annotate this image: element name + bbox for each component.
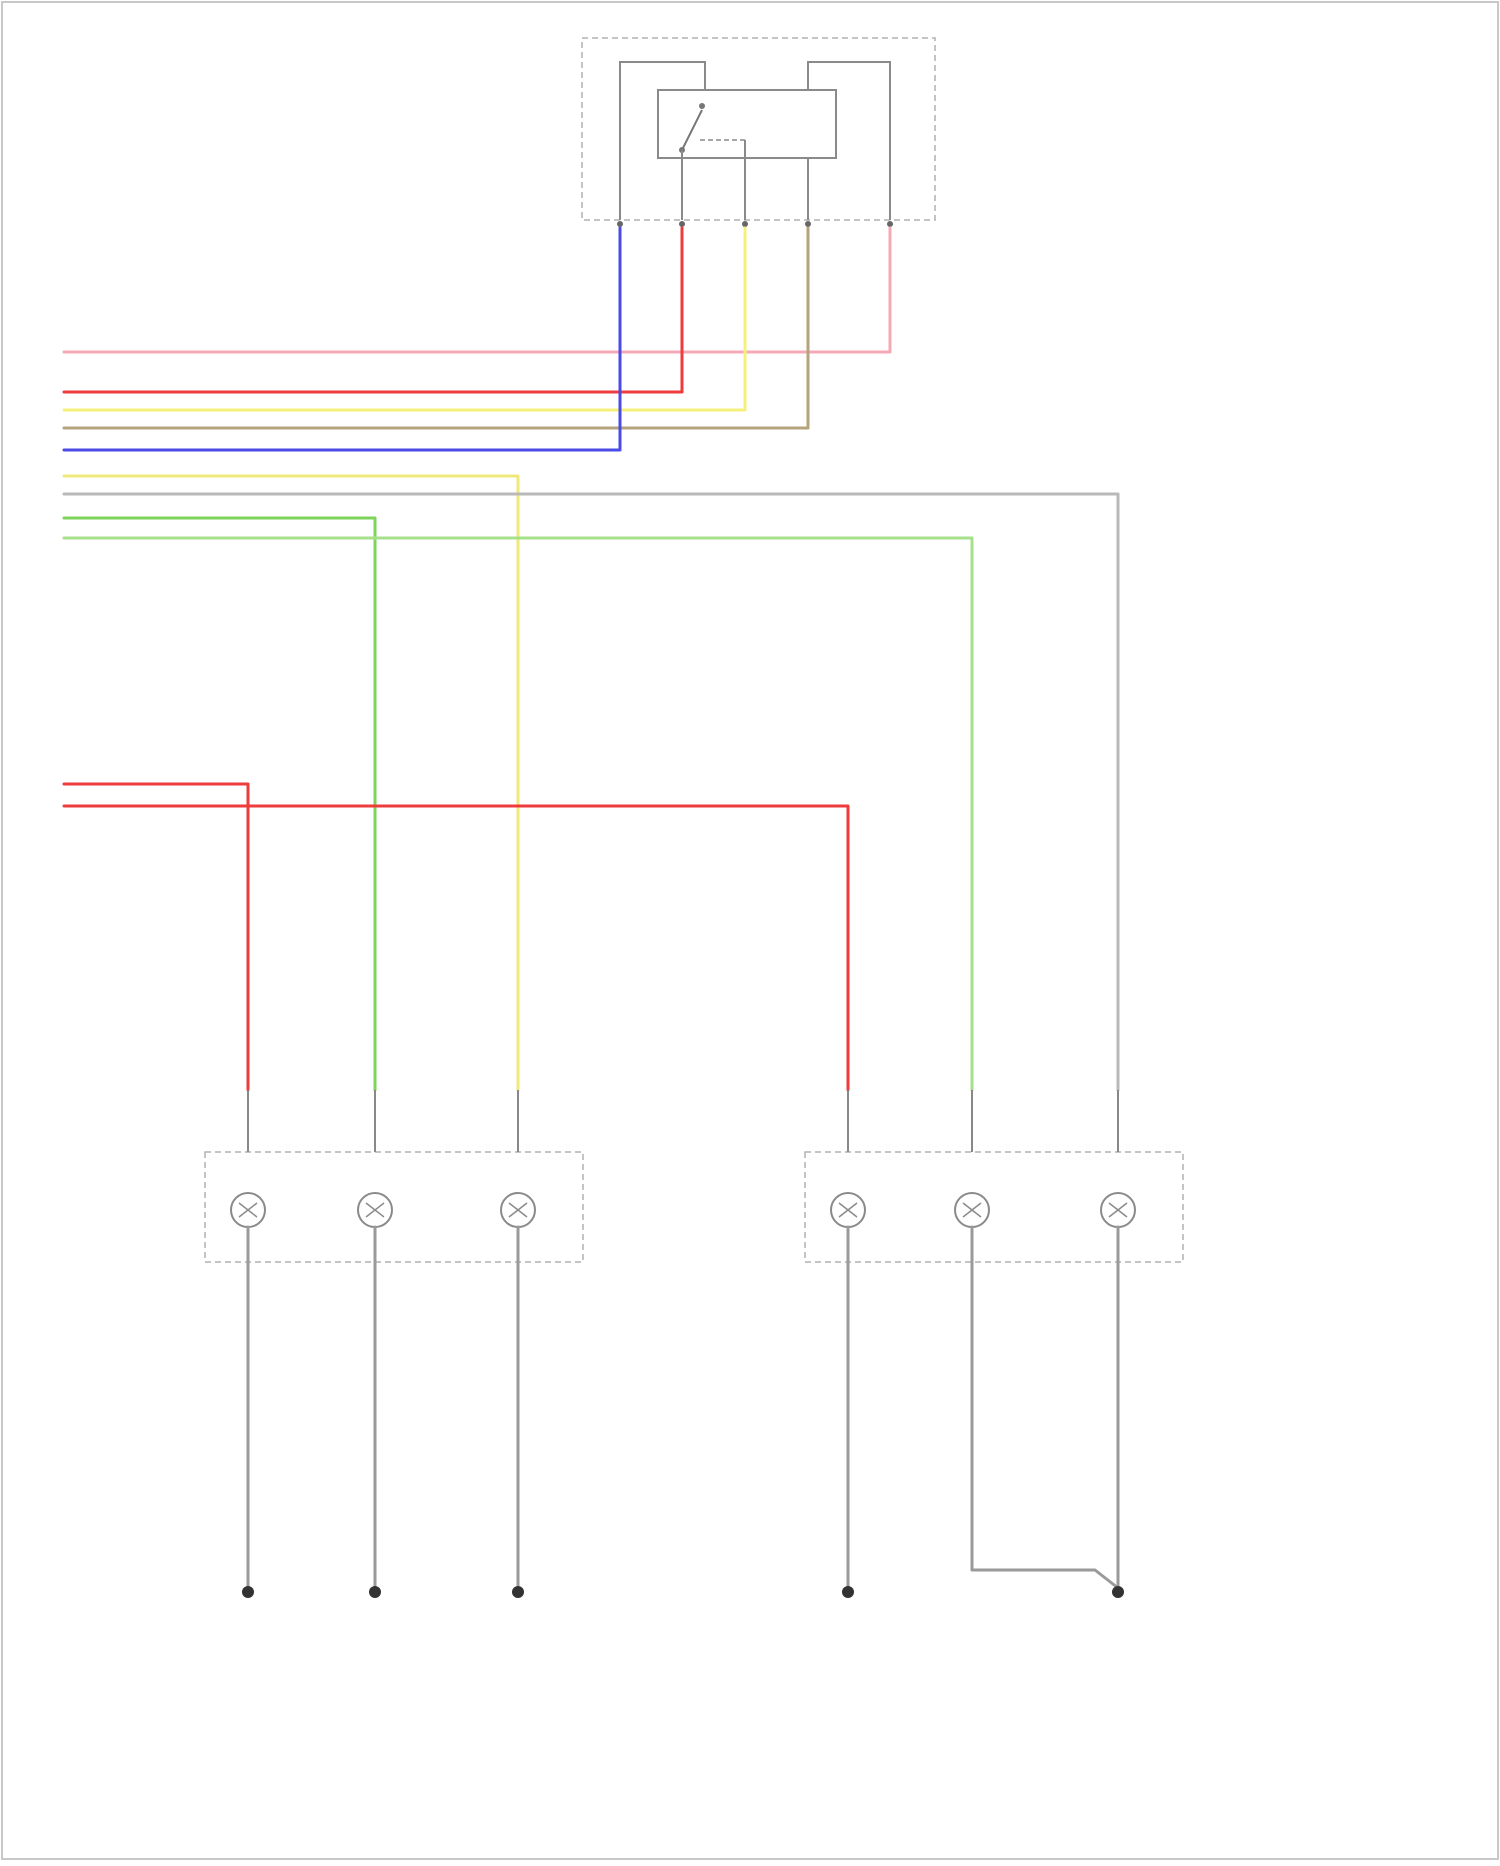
power-wire xyxy=(64,806,848,1090)
relay-inner-frame-right xyxy=(808,62,890,220)
ground-point-icon xyxy=(242,1586,254,1598)
lamp xyxy=(358,1090,392,1598)
bus-wire xyxy=(64,228,890,352)
relay-pin-terminal xyxy=(617,221,623,227)
lamp xyxy=(1101,1090,1135,1598)
bus-wire xyxy=(64,228,620,450)
bus-wire xyxy=(64,228,682,392)
relay-coil-box xyxy=(658,90,836,158)
lamp xyxy=(231,1090,265,1598)
relay-switch-contact xyxy=(682,110,702,150)
bus-wire xyxy=(64,518,375,1090)
ground-point-icon xyxy=(369,1586,381,1598)
relay-box xyxy=(582,38,935,227)
lamp xyxy=(955,1090,1118,1588)
ground-point-icon xyxy=(1112,1586,1124,1598)
bus-wire xyxy=(64,494,1118,1090)
lamp-groups xyxy=(205,1090,1183,1598)
bus-wire xyxy=(64,228,745,410)
ground-point-icon xyxy=(512,1586,524,1598)
relay-pin-terminal xyxy=(679,221,685,227)
lamp-group xyxy=(805,1090,1183,1598)
relay-pin-terminal xyxy=(742,221,748,227)
power-feed xyxy=(64,784,848,1090)
relay-box-outline xyxy=(582,38,935,220)
power-wire xyxy=(64,784,248,1090)
relay-pin-terminal xyxy=(805,221,811,227)
ground-point-icon xyxy=(842,1586,854,1598)
harness-bus xyxy=(64,228,1118,1090)
bus-wire xyxy=(64,228,808,428)
lamp xyxy=(501,1090,535,1598)
relay-pins xyxy=(617,221,893,227)
relay-switch-terminal xyxy=(699,103,705,109)
lamp xyxy=(831,1090,865,1598)
relay-inner-frame-left xyxy=(620,62,705,220)
relay-pin-terminal xyxy=(887,221,893,227)
lamp-group xyxy=(205,1090,583,1598)
ground-wire xyxy=(972,1227,1118,1588)
